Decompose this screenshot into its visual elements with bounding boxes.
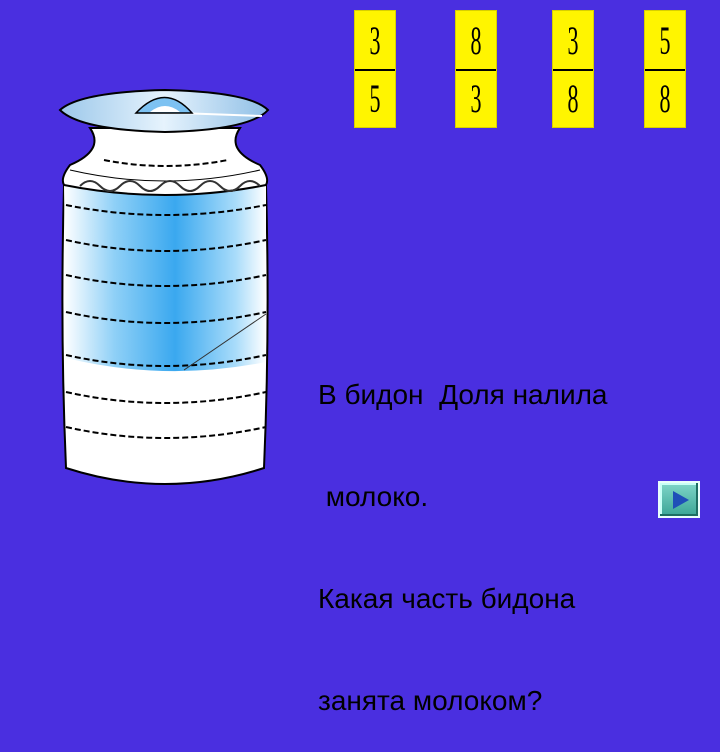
numerator: 3 <box>369 17 381 63</box>
question-line-1: В бидон Доля налила <box>318 379 608 410</box>
fraction-card-3[interactable]: 3 8 <box>552 10 594 128</box>
numerator: 8 <box>470 17 482 63</box>
question-text: В бидон Доля налила молоко. Какая часть … <box>318 310 708 752</box>
denominator: 8 <box>659 75 671 121</box>
fraction-bar <box>355 69 395 71</box>
fraction-bar <box>553 69 593 71</box>
fraction-card-2[interactable]: 8 3 <box>455 10 497 128</box>
milk-can-illustration <box>58 88 270 485</box>
numerator: 5 <box>659 17 671 63</box>
fraction-card-1[interactable]: 3 5 <box>354 10 396 128</box>
question-line-2: молоко. <box>318 481 429 512</box>
fraction-card-4[interactable]: 5 8 <box>644 10 686 128</box>
denominator: 8 <box>567 75 579 121</box>
fraction-bar <box>456 69 496 71</box>
fraction-bar <box>645 69 685 71</box>
next-arrow-icon <box>673 491 689 509</box>
denominator: 5 <box>369 75 381 121</box>
question-line-4: занята молоком? <box>318 685 543 716</box>
next-slide-button[interactable] <box>658 481 700 518</box>
denominator: 3 <box>470 75 482 121</box>
numerator: 3 <box>567 17 579 63</box>
question-line-3: Какая часть бидона <box>318 583 576 614</box>
